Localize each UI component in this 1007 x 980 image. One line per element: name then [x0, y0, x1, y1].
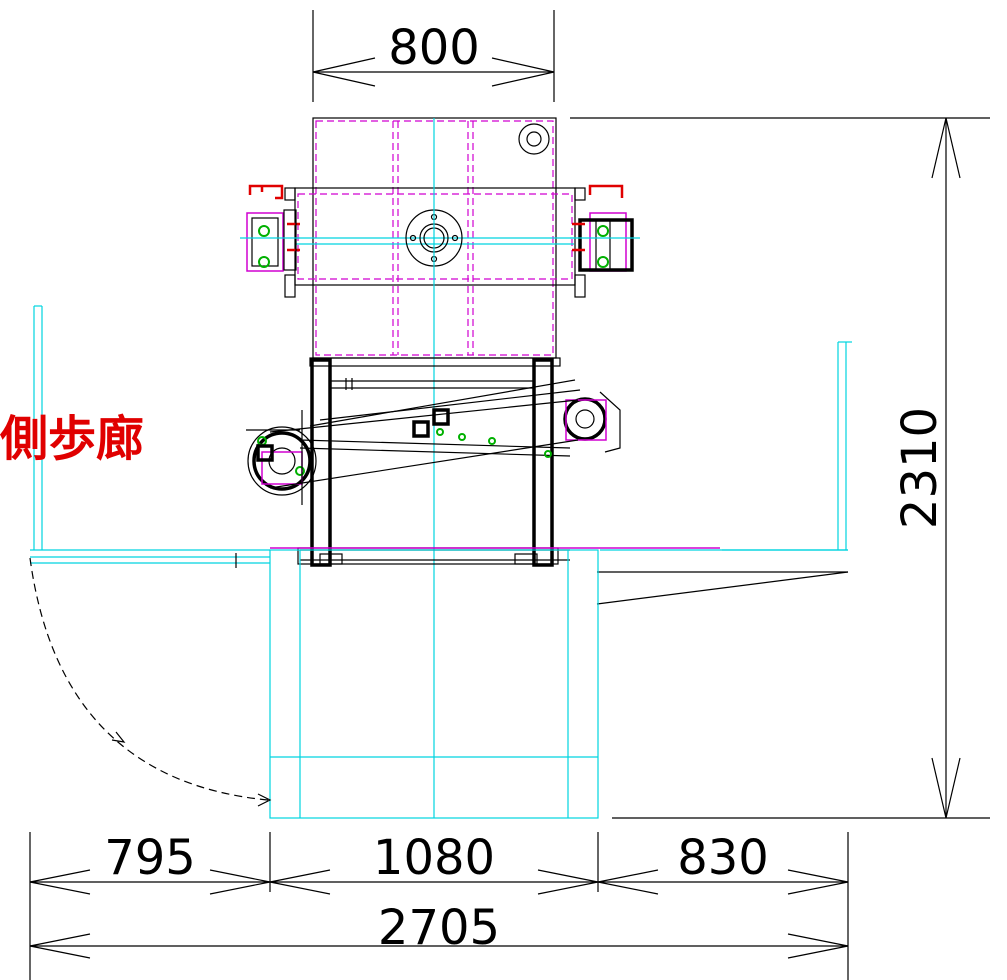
dim-left-span-label: 795 [104, 830, 196, 886]
dim-top-width-label: 800 [388, 20, 480, 76]
right-valve-assembly [570, 184, 640, 272]
dim-total-width-label: 2705 [378, 900, 500, 956]
left-valve-assembly [240, 184, 300, 272]
dim-bottom-spans [29, 832, 849, 980]
door-swing-arc [29, 557, 269, 801]
upper-housing [284, 117, 586, 359]
dim-right-span-label: 830 [677, 830, 769, 886]
side-walkway-label: 側歩廊 [0, 411, 144, 467]
small-flange [518, 123, 550, 155]
belt-drive [246, 379, 621, 505]
lower-pit [269, 549, 599, 819]
walkway [30, 305, 852, 605]
swing-arrow-2 [257, 793, 272, 807]
dim-center-span-label: 1080 [373, 830, 495, 886]
dim-height-label: 2310 [892, 407, 948, 529]
swing-arrow-1 [111, 731, 126, 743]
dim-top-width [312, 10, 555, 102]
dim-height [570, 117, 990, 819]
